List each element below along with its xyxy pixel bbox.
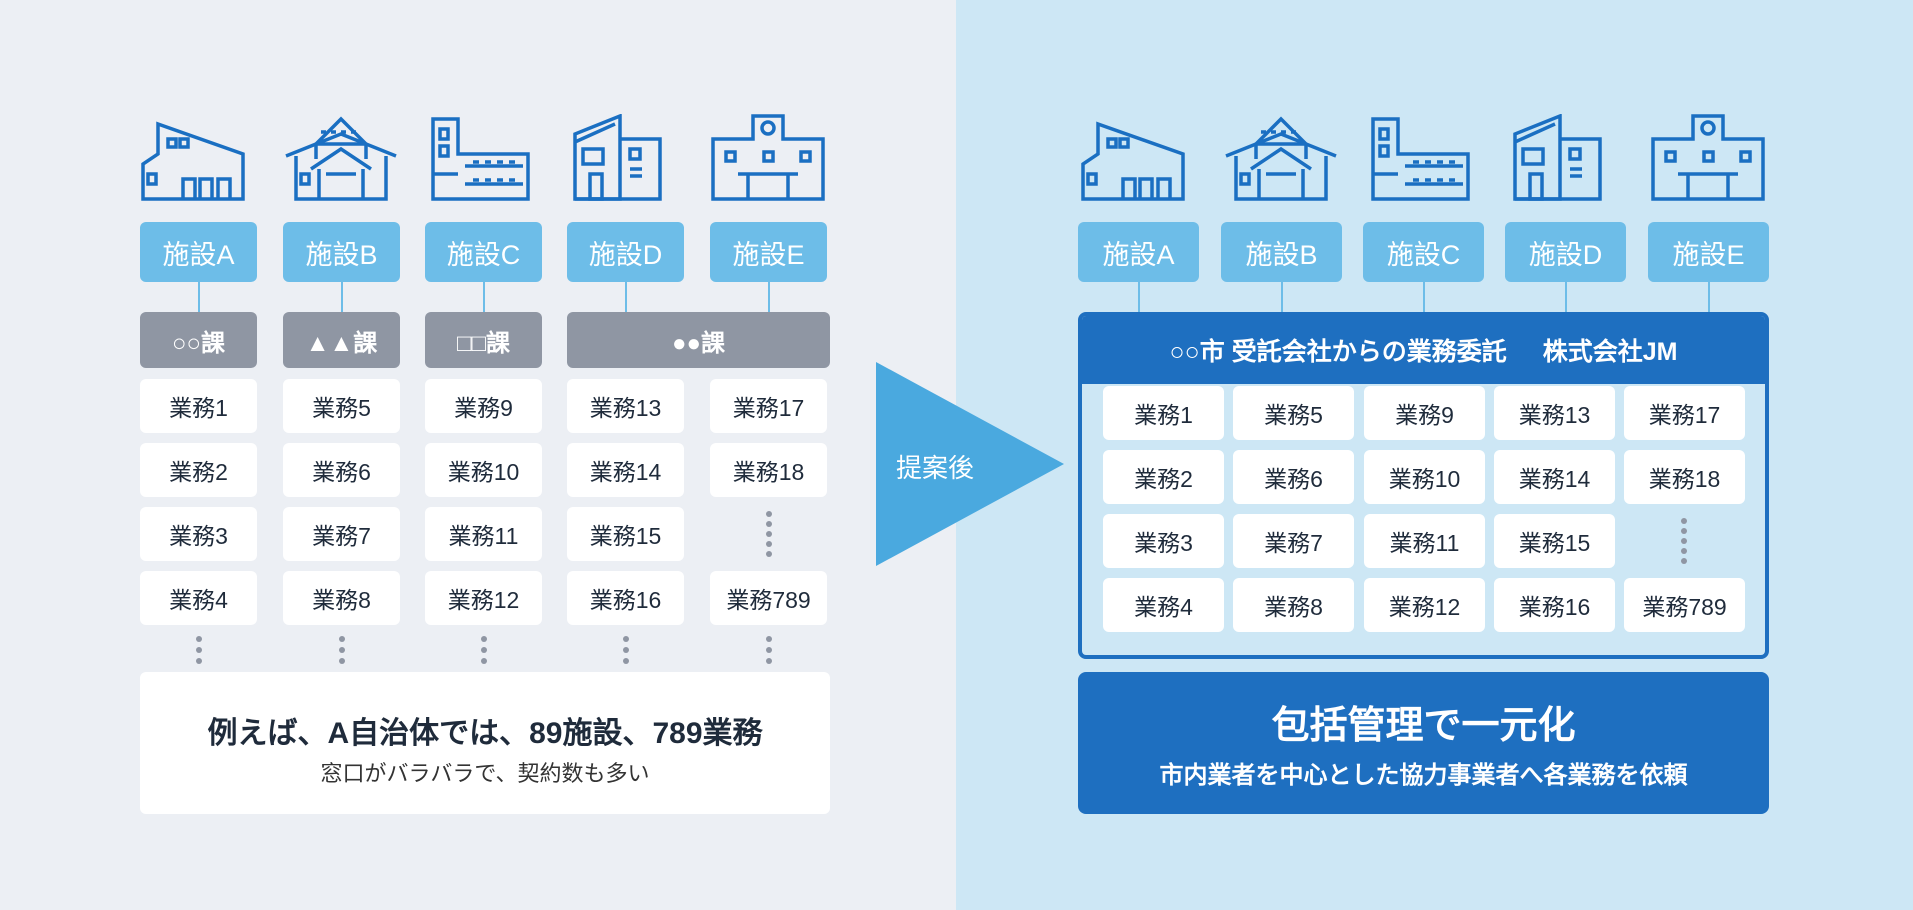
connector-line	[197, 282, 200, 312]
connector-line	[1707, 282, 1710, 312]
department-label: ●●課	[567, 312, 830, 368]
task-item: 業務3	[140, 507, 257, 561]
connector-line	[767, 282, 770, 312]
after-summary-sub: 市内業者を中心とした協力事業者へ各業務を依頼	[1159, 762, 1688, 789]
ellipsis-dots	[480, 636, 487, 664]
task-item: 業務14	[567, 443, 684, 497]
facility-label: 施設A	[1078, 222, 1199, 282]
task-item: 業務789	[1624, 578, 1745, 632]
building-icon	[138, 114, 258, 204]
building-icon	[281, 114, 401, 204]
before-note-main: 例えば、A自治体では、89施設、789業務	[207, 717, 763, 750]
facility-label: 施設B	[1221, 222, 1342, 282]
task-item: 業務12	[1364, 578, 1485, 632]
task-item: 業務10	[1364, 450, 1485, 504]
ellipsis-dots	[338, 636, 345, 664]
task-item: 業務15	[1494, 514, 1615, 568]
connector-line	[1422, 282, 1425, 312]
frame-header-left: ○○市 受託会社からの業務委託	[1169, 338, 1507, 366]
task-item: 業務3	[1103, 514, 1224, 568]
task-item: 業務14	[1494, 450, 1615, 504]
building-icon	[565, 114, 685, 204]
task-item: 業務6	[283, 443, 400, 497]
arrow-label: 提案後	[896, 453, 975, 483]
ellipsis-dots	[622, 636, 629, 664]
task-item: 業務12	[425, 571, 542, 625]
task-item: 業務17	[1624, 386, 1745, 440]
building-icon	[1505, 114, 1625, 204]
before-note-sub: 窓口がバラバラで、契約数も多い	[320, 761, 650, 786]
building-icon	[1221, 114, 1341, 204]
ellipsis-dots	[765, 636, 772, 664]
building-icon	[1363, 114, 1483, 204]
facility-label: 施設E	[1648, 222, 1769, 282]
connector-line	[340, 282, 343, 312]
task-item: 業務5	[1233, 386, 1354, 440]
connector-line	[1280, 282, 1283, 312]
after-summary-box: 包括管理で一元化 市内業者を中心とした協力事業者へ各業務を依頼	[1078, 672, 1769, 814]
task-item: 業務13	[567, 379, 684, 433]
ellipsis-dots	[765, 511, 772, 557]
facility-label: 施設B	[283, 222, 400, 282]
facility-label: 施設C	[425, 222, 542, 282]
task-item: 業務789	[710, 571, 827, 625]
frame-header-right: 株式会社JM	[1542, 338, 1678, 366]
facility-label: 施設C	[1363, 222, 1484, 282]
task-item: 業務2	[140, 443, 257, 497]
task-item: 業務15	[567, 507, 684, 561]
task-item: 業務1	[1103, 386, 1224, 440]
task-item: 業務7	[283, 507, 400, 561]
task-item: 業務11	[425, 507, 542, 561]
task-item: 業務2	[1103, 450, 1224, 504]
task-item: 業務13	[1494, 386, 1615, 440]
task-item: 業務8	[283, 571, 400, 625]
task-item: 業務5	[283, 379, 400, 433]
task-item: 業務11	[1364, 514, 1485, 568]
task-item: 業務4	[1103, 578, 1224, 632]
facility-label: 施設E	[710, 222, 827, 282]
frame-header: ○○市 受託会社からの業務委託 株式会社JM	[1082, 316, 1765, 384]
facility-label: 施設D	[1505, 222, 1626, 282]
connector-line	[1137, 282, 1140, 312]
task-item: 業務1	[140, 379, 257, 433]
task-item: 業務9	[1364, 386, 1485, 440]
department-label: ○○課	[140, 312, 257, 368]
ellipsis-dots	[195, 636, 202, 664]
ellipsis-dots	[1681, 518, 1687, 564]
after-summary-main: 包括管理で一元化	[1271, 705, 1576, 747]
task-item: 業務6	[1233, 450, 1354, 504]
task-item: 業務4	[140, 571, 257, 625]
department-label: □□課	[425, 312, 542, 368]
building-icon	[423, 114, 543, 204]
before-note-box: 例えば、A自治体では、89施設、789業務 窓口がバラバラで、契約数も多い	[140, 672, 830, 814]
connector-line	[1564, 282, 1567, 312]
task-item: 業務18	[1624, 450, 1745, 504]
connector-line	[482, 282, 485, 312]
building-icon	[708, 114, 828, 204]
task-item: 業務18	[710, 443, 827, 497]
building-icon	[1078, 114, 1198, 204]
task-item: 業務9	[425, 379, 542, 433]
task-item: 業務17	[710, 379, 827, 433]
task-item: 業務16	[1494, 578, 1615, 632]
facility-label: 施設D	[567, 222, 684, 282]
building-icon	[1648, 114, 1768, 204]
arrow-right-icon	[876, 362, 1064, 566]
department-label: ▲▲課	[283, 312, 400, 368]
facility-label: 施設A	[140, 222, 257, 282]
task-item: 業務16	[567, 571, 684, 625]
task-item: 業務8	[1233, 578, 1354, 632]
task-item: 業務7	[1233, 514, 1354, 568]
connector-line	[624, 282, 627, 312]
task-item: 業務10	[425, 443, 542, 497]
